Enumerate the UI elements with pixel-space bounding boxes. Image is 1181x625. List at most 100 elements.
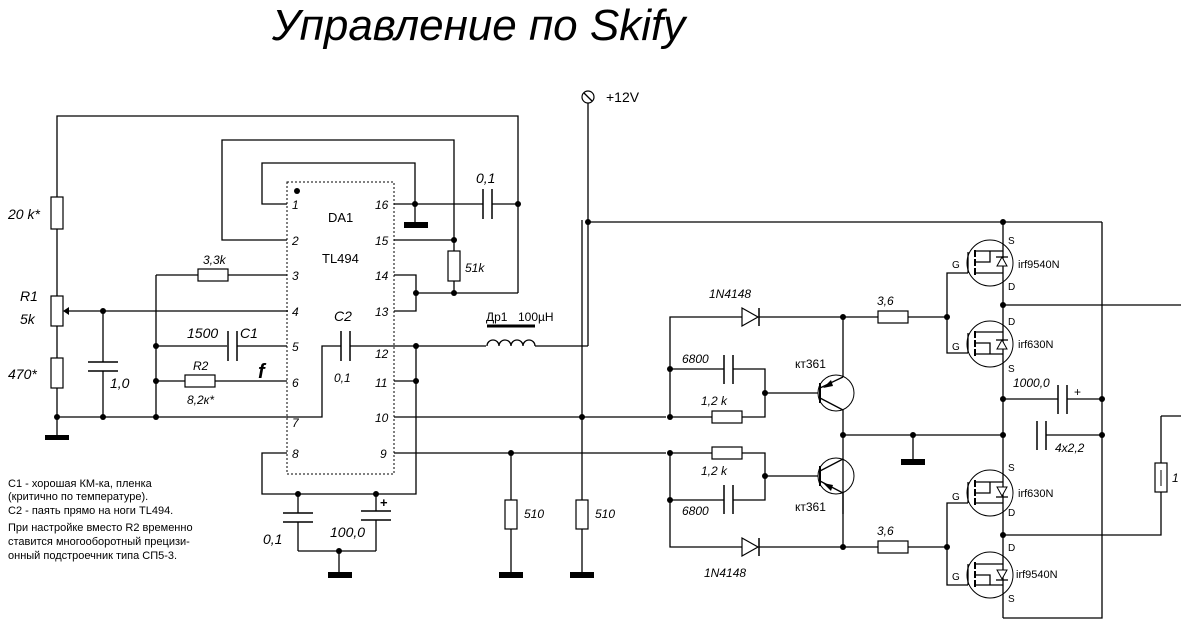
notes: C1 - хорошая КМ-ка, пленка (критично по …	[8, 478, 193, 562]
label-c1-ref: C1	[240, 325, 258, 341]
resistor-3-3k	[197, 268, 229, 282]
ic-right-wires	[394, 189, 666, 454]
label-c1-val: 1500	[187, 325, 218, 341]
label-c-1-0: 1,0	[110, 375, 130, 391]
resistor-470	[50, 357, 64, 389]
pin-label: 7	[292, 416, 300, 430]
label-d-top: 1N4148	[709, 287, 751, 301]
resistor-51k	[447, 250, 461, 282]
label-r2-val: 8,2к*	[187, 393, 214, 407]
note-line: При настройке вместо R2 временно	[8, 522, 193, 534]
label-q-bot: кт361	[795, 500, 826, 514]
feedback-wires	[155, 139, 486, 495]
label-c2-ref: C2	[334, 308, 352, 324]
title: Управление по Skify	[271, 1, 688, 50]
pin-label: 1	[292, 198, 299, 212]
svg-text:G: G	[952, 342, 960, 353]
vcc-decoupling	[283, 494, 391, 578]
resistor-r2	[184, 374, 216, 388]
svg-text:D: D	[1008, 508, 1015, 519]
pin-label: 11	[375, 376, 387, 390]
output-bridge	[946, 222, 1181, 619]
ic-da1	[286, 181, 395, 475]
potentiometer-r1	[50, 295, 64, 327]
label-r2-ref: R2	[193, 359, 209, 373]
label-c-vcc-el: 100,0	[330, 524, 365, 540]
label-d-bot: 1N4148	[704, 566, 746, 580]
ic-pins-left: 1 2 3 4 5 6 7 8	[291, 198, 300, 461]
svg-text:D: D	[1008, 317, 1015, 328]
resistor-3-6-bot	[877, 540, 909, 554]
pin-label: 8	[292, 447, 299, 461]
mosfet-m1	[966, 239, 1014, 287]
label-q-top: кт361	[795, 357, 826, 371]
label-r1-ref: R1	[20, 288, 38, 304]
power-supply	[486, 90, 1102, 347]
svg-text:G: G	[952, 260, 960, 271]
label-r-right: 1	[1172, 471, 1179, 485]
label-c2-val: 0,1	[334, 371, 351, 385]
label-c-plus: +	[380, 495, 388, 510]
pin-label: 5	[292, 340, 299, 354]
label-choke-ref: Др1	[486, 310, 508, 324]
label-r510b: 510	[595, 507, 615, 521]
pin-label: 10	[375, 411, 389, 425]
svg-text:G: G	[952, 572, 960, 583]
mosfet-m3	[966, 469, 1014, 517]
label-f: f	[258, 361, 267, 383]
label-m3: irf630N	[1018, 488, 1054, 500]
ic-pin1-marker	[294, 188, 300, 194]
svg-text:D: D	[1008, 282, 1015, 293]
pin-label: 6	[292, 376, 299, 390]
note-line: ставится многооборотный прецизи-	[8, 536, 190, 548]
label-m4: irf9540N	[1016, 569, 1058, 581]
label-r510a: 510	[524, 507, 544, 521]
pin-label: 9	[380, 447, 387, 461]
resistor-1-2k-bot	[711, 446, 743, 460]
power-label: +12V	[606, 89, 640, 105]
mosfets	[966, 239, 1014, 599]
mosfet-m2	[966, 320, 1014, 368]
mosfet-m4	[966, 551, 1014, 599]
label-m2: irf630N	[1018, 339, 1054, 351]
label-choke-val: 100µH	[518, 310, 554, 324]
label-r36-top: 3,6	[877, 294, 894, 308]
pin-label: 15	[375, 234, 389, 248]
svg-text:S: S	[1008, 364, 1015, 375]
label-c-top: 0,1	[476, 170, 495, 186]
junctions-bridge	[1000, 219, 1105, 538]
svg-text:S: S	[1008, 236, 1015, 247]
pin-label: 14	[375, 269, 389, 283]
label-r1-val: 5k	[20, 311, 36, 327]
svg-text:D: D	[1008, 543, 1015, 554]
pin-label: 4	[292, 305, 299, 319]
divider-chain	[45, 115, 519, 440]
note-line: C1 - хорошая КМ-ка, пленка	[8, 478, 153, 490]
label-c1000-plus: +	[1074, 385, 1081, 399]
pull-down-resistors	[499, 220, 594, 578]
label-r-51k: 51k	[465, 261, 485, 275]
transistor-bot	[817, 457, 855, 495]
note-line: онный подстроечник типа СП5-3.	[8, 550, 177, 562]
label-c1000: 1000,0	[1013, 376, 1050, 390]
choke-coil	[486, 339, 536, 347]
ground-symbol	[45, 435, 69, 440]
label-r-3-3k: 3,3k	[203, 253, 227, 267]
diode-top	[741, 306, 760, 328]
ic-pins-right: 16 15 14 13 12 11 10 9	[375, 198, 389, 461]
label-c4x22: 4x2,2	[1055, 441, 1085, 455]
pin-label: 13	[375, 305, 389, 319]
label-c-vcc: 0,1	[263, 531, 282, 547]
pin-label: 12	[375, 347, 389, 361]
resistor-510b	[575, 499, 589, 530]
label-r36-bot: 3,6	[877, 524, 894, 538]
note-line: C2 - паять прямо на ноги TL494.	[8, 505, 173, 517]
svg-text:S: S	[1008, 463, 1015, 474]
junctions-ic-right	[295, 201, 585, 497]
label-r-top: 20 k*	[7, 206, 40, 222]
pin-label: 16	[375, 198, 389, 212]
label-c6800-top: 6800	[682, 352, 709, 366]
label-c6800-bot: 6800	[682, 504, 709, 518]
note-line: (критично по температуре).	[8, 491, 148, 503]
